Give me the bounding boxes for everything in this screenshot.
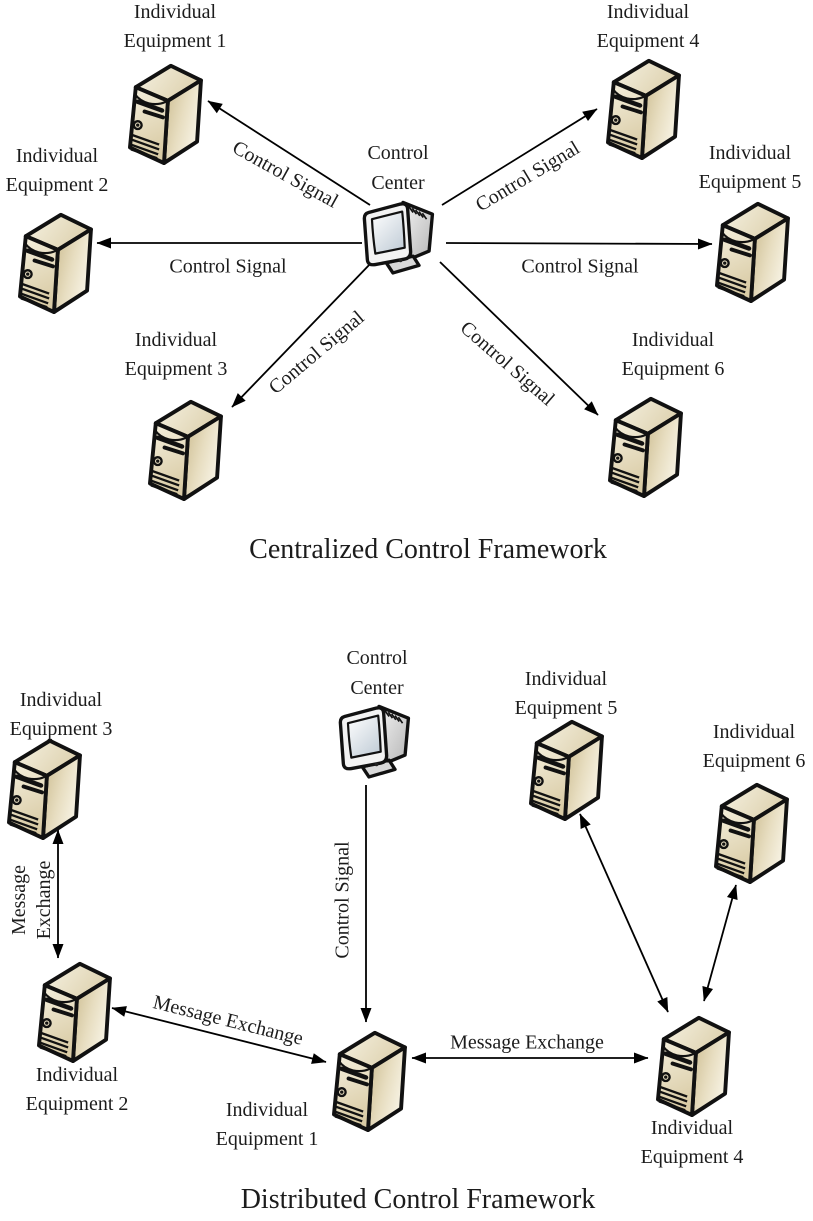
- server-tower-icon: [327, 1025, 409, 1132]
- equipment-5-label-line1: Individual: [708, 142, 792, 164]
- equipment-2-label-line2: Equipment 2: [5, 174, 109, 196]
- equipment-3-label-line2: Equipment 3: [124, 358, 228, 380]
- equipment-5-label-line1: Individual: [524, 668, 608, 690]
- control-signal-label-2: Control Signal: [169, 255, 287, 278]
- control-center-label-line1: Control: [367, 142, 429, 164]
- equipment-3-label: Individual Equipment 3: [10, 686, 113, 744]
- equipment-6-label-line1: Individual: [631, 329, 715, 351]
- server-tower-icon: [123, 58, 205, 165]
- equipment-3-label-line1: Individual: [19, 689, 103, 711]
- server-tower-icon: [603, 391, 685, 498]
- equipment-2-label-line2: Equipment 2: [25, 1093, 129, 1115]
- equipment-1-label-line1: Individual: [133, 1, 217, 23]
- control-signal-label-3: Control Signal: [264, 306, 369, 399]
- equipment-4-label-line1: Individual: [606, 1, 690, 23]
- control-signal-label-4: Control Signal: [471, 136, 584, 217]
- equipment-4-label: Individual Equipment 4: [641, 1114, 744, 1172]
- equipment-3-label: Individual Equipment 3: [125, 326, 228, 384]
- equipment-1-label: Individual Equipment 1: [216, 1096, 319, 1154]
- equipment-3-label-line1: Individual: [134, 329, 218, 351]
- control-signal-label-1: Control Signal: [228, 136, 342, 213]
- equipment-1-label-line1: Individual: [225, 1099, 309, 1121]
- message-exchange-label-vertical: Message Exchange: [7, 861, 57, 940]
- control-center-label: Control Center: [346, 643, 407, 703]
- distributed-title: Distributed Control Framework: [240, 1184, 596, 1215]
- server-tower-icon: [2, 733, 84, 840]
- equipment-6-label: Individual Equipment 6: [622, 326, 725, 384]
- server-tower-icon: [143, 394, 225, 501]
- control-center-label: Control Center: [367, 138, 428, 198]
- equipment-5-label: Individual Equipment 5: [515, 665, 618, 723]
- server-tower-icon: [13, 207, 95, 314]
- equipment-6-label-line1: Individual: [712, 721, 796, 743]
- equipment-2-label: Individual Equipment 2: [6, 142, 109, 200]
- arrow-eq4-eq5: [579, 813, 669, 1013]
- crt-monitor-icon: [332, 702, 416, 783]
- centralized-title: Centralized Control Framework: [249, 534, 607, 565]
- equipment-4-label-line2: Equipment 4: [596, 30, 700, 52]
- equipment-4-label-line2: Equipment 4: [640, 1146, 744, 1168]
- equipment-4-label: Individual Equipment 4: [597, 0, 700, 56]
- equipment-2-label-line1: Individual: [15, 145, 99, 167]
- control-signal-label-6: Control Signal: [455, 316, 559, 411]
- connectors-centralized: [96, 100, 713, 416]
- server-tower-icon: [710, 196, 792, 303]
- equipment-2-label: Individual Equipment 2: [26, 1061, 129, 1119]
- equipment-5-label-line2: Equipment 5: [514, 697, 618, 719]
- message-exchange-line2: Exchange: [33, 860, 55, 940]
- message-exchange-line1: Message: [8, 865, 30, 935]
- equipment-6-label-line2: Equipment 6: [702, 750, 806, 772]
- crt-monitor-icon: [356, 198, 440, 279]
- arrow-cc-to-eq5: [445, 238, 713, 250]
- server-tower-icon: [651, 1010, 733, 1117]
- equipment-3-label-line2: Equipment 3: [9, 718, 113, 740]
- equipment-5-label: Individual Equipment 5: [699, 139, 802, 197]
- control-signal-label: Control Signal: [331, 841, 354, 959]
- equipment-5-label-line2: Equipment 5: [698, 171, 802, 193]
- equipment-2-label-line1: Individual: [35, 1064, 119, 1086]
- control-center-label-line2: Center: [371, 172, 425, 194]
- equipment-1-label: Individual Equipment 1: [124, 0, 227, 56]
- control-center-label-line1: Control: [346, 647, 408, 669]
- equipment-6-label: Individual Equipment 6: [703, 718, 806, 776]
- equipment-1-label-line2: Equipment 1: [215, 1128, 319, 1150]
- message-exchange-label-diagonal: Message Exchange: [150, 991, 306, 1050]
- equipment-1-label-line2: Equipment 1: [123, 30, 227, 52]
- control-signal-label-5: Control Signal: [521, 255, 639, 278]
- server-tower-icon: [524, 714, 606, 821]
- message-exchange-label-horizontal: Message Exchange: [450, 1031, 604, 1054]
- server-tower-icon: [32, 956, 114, 1063]
- arrow-eq4-eq6: [702, 884, 738, 1002]
- equipment-4-label-line1: Individual: [650, 1117, 734, 1139]
- server-tower-icon: [709, 777, 791, 884]
- control-center-label-line2: Center: [350, 677, 404, 699]
- server-tower-icon: [601, 53, 683, 160]
- equipment-6-label-line2: Equipment 6: [621, 358, 725, 380]
